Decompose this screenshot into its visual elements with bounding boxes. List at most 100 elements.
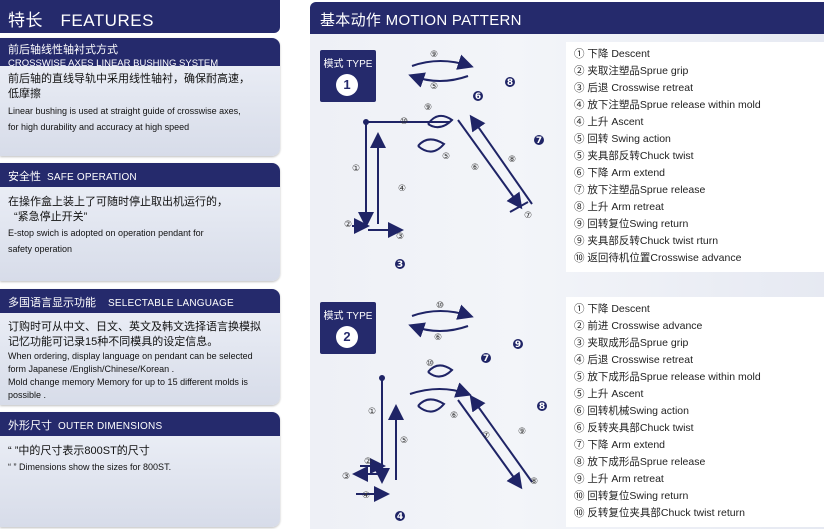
diagram-label: 7 — [536, 136, 542, 146]
step-item: ⑨ 上升 Arm retreat — [574, 473, 664, 485]
feature-text-en: form Japanese /English/Chinese/Korean . — [8, 364, 175, 374]
type-number: 2 — [336, 326, 358, 348]
motion-diagram-type-2: ⑩ ⑥ 7 9 ⑩ ⑥ 8 ① ⑤ ⑦ ⑨ ③ ② ④ ⑧ 4 — [342, 301, 547, 522]
diagram-label: ⑧ — [508, 155, 516, 165]
step-item: ③ 后退 Crosswise retreat — [574, 82, 694, 94]
feature-card-header: 安全性 SAFE OPERATION — [0, 163, 280, 187]
feature-title-zh: 前后轴线性轴衬式方式 — [8, 44, 118, 56]
step-item: ⑤ 放下成形品Sprue release within mold — [574, 371, 761, 383]
step-item: ⑥ 回转机械Swing action — [574, 405, 689, 417]
feature-text-zh: 记忆功能可记录15种不同模具的设定信息。 — [8, 336, 219, 348]
diagram-label: ⑥ — [450, 411, 458, 421]
feature-title-zh: 多国语言显示功能 — [8, 297, 96, 309]
diagram-label: ③ — [396, 232, 404, 242]
motion-header: 基本动作 MOTION PATTERN — [310, 2, 824, 34]
step-item: ⑩ 返回待机位置Crosswise advance — [574, 252, 742, 264]
type-label: 模式 TYPE — [323, 311, 373, 322]
step-item: ⑨ 夹具部反转Chuck twist rturn — [574, 235, 719, 247]
feature-body: “ ”中的尺寸表示800ST的尺寸 “ ” Dimensions show th… — [8, 444, 274, 474]
step-item: ⑤ 回转 Swing action — [574, 133, 671, 145]
feature-title-en: CROSSWISE AXES LINEAR BUSHING SYSTEM — [8, 58, 219, 69]
feature-title-en: SAFE OPERATION — [47, 172, 137, 183]
feature-card-bushing: 前后轴线性轴衬式方式 CROSSWISE AXES LINEAR BUSHING… — [0, 38, 280, 156]
diagram-label: ⑥ — [434, 333, 442, 343]
type-1-steps: ① 下降 Descent ② 夹取注塑品Sprue grip ③ 后退 Cros… — [566, 42, 824, 272]
feature-text-en: E-stop swich is adopted on operation pen… — [8, 228, 204, 238]
type-2-steps: ① 下降 Descent ② 前进 Crosswise advance ③ 夹取… — [566, 297, 824, 527]
diagram-label: ⑩ — [436, 301, 444, 311]
diagram-label: ① — [352, 164, 360, 174]
feature-text-zh: 订购时可从中文、日文、英文及韩文选择语言换模拟 — [8, 321, 261, 333]
diagram-label: ⑩ — [400, 117, 408, 127]
feature-title-en: OUTER DIMENSIONS — [58, 421, 163, 432]
step-item: ⑧ 放下成形品Sprue release — [574, 456, 706, 468]
diagram-label: ⑨ — [424, 103, 432, 113]
feature-text-en: Linear bushing is used at straight guide… — [8, 106, 241, 116]
diagram-label: ① — [368, 407, 376, 417]
diagram-label: ⑤ — [442, 152, 450, 162]
diagram-label: 8 — [507, 78, 513, 88]
feature-card-safety: 安全性 SAFE OPERATION 在操作盒上装上了可随时停止取出机运行的， “… — [0, 163, 280, 281]
feature-text-zh: 前后轴的直线导轨中采用线性轴衬，确保耐高速， — [8, 73, 250, 85]
step-item: ⑦ 放下注塑品Sprue release — [574, 184, 706, 196]
feature-card-header: 多国语言显示功能 SELECTABLE LANGUAGE — [0, 289, 280, 313]
diagram-label: ⑤ — [400, 436, 408, 446]
step-item: ⑥ 反转夹具部Chuck twist — [574, 422, 694, 434]
feature-text-zh: 在操作盒上装上了可随时停止取出机运行的， — [8, 196, 228, 208]
type-1-badge: 模式 TYPE 1 — [320, 50, 376, 102]
diagram-label: 9 — [515, 340, 521, 350]
features-header: 特长 FEATURES — [0, 0, 280, 33]
step-item: ⑨ 回转复位Swing return — [574, 218, 689, 230]
diagram-label: ⑩ — [426, 359, 434, 369]
diagram-label: ⑤ — [430, 82, 438, 92]
diagram-label: ② — [344, 220, 352, 230]
feature-title-en: SELECTABLE LANGUAGE — [108, 298, 234, 309]
feature-body: 在操作盒上装上了可随时停止取出机运行的， “紧急停止开关” E-stop swi… — [8, 195, 274, 256]
diagram-label: 7 — [483, 354, 489, 364]
features-title: 特长 FEATURES — [8, 11, 154, 30]
motion-diagram-type-1: ⑨ 8 ⑩ ⑨ 6 ⑤ ⑤ 7 ① ⑥ ⑧ ④ ② ⑦ ③ 3 — [344, 50, 544, 270]
feature-text-en: possible . — [8, 390, 47, 400]
feature-body: 订购时可从中文、日文、英文及韩文选择语言换模拟 记忆功能可记录15种不同模具的设… — [8, 320, 274, 402]
type-number: 1 — [336, 74, 358, 96]
step-item: ⑤ 上升 Ascent — [574, 388, 644, 400]
origin-dot — [379, 375, 385, 381]
feature-title-zh: 外形尺寸 — [8, 420, 52, 432]
diagram-label: ⑧ — [530, 477, 538, 487]
diagram-label: 4 — [397, 512, 403, 522]
feature-text-en: Mold change memory Memory for up to 15 d… — [8, 377, 248, 387]
motion-title: 基本动作 MOTION PATTERN — [320, 12, 522, 29]
step-item: ⑩ 反转复位夹具部Chuck twist return — [574, 507, 745, 519]
step-item: ⑥ 下降 Arm extend — [574, 167, 666, 179]
feature-text-zh: 低摩擦 — [8, 88, 41, 100]
feature-text-zh: “紧急停止开关” — [14, 211, 88, 223]
step-item: ③ 夹取成形品Sprue grip — [574, 337, 689, 349]
diagram-label: ⑨ — [430, 50, 438, 60]
diagram-label: ⑦ — [482, 431, 490, 441]
diagram-label: ④ — [362, 491, 370, 501]
origin-dot — [363, 119, 369, 125]
step-item: ① 下降 Descent — [574, 48, 650, 60]
feature-card-header: 前后轴线性轴衬式方式 CROSSWISE AXES LINEAR BUSHING… — [0, 38, 280, 69]
feature-card-header: 外形尺寸 OUTER DIMENSIONS — [0, 412, 280, 436]
diagram-label: 3 — [397, 260, 403, 270]
step-item: ④ 放下注塑品Sprue release within mold — [574, 99, 761, 111]
diagram-label: ⑥ — [471, 163, 479, 173]
step-item: ④ 上升 Ascent — [574, 116, 644, 128]
type-2-badge: 模式 TYPE 2 — [320, 302, 376, 354]
feature-body: 前后轴的直线导轨中采用线性轴衬，确保耐高速， 低摩擦 Linear bushin… — [8, 72, 274, 134]
feature-text-en: for high durability and accuracy at high… — [8, 122, 190, 132]
feature-title-zh: 安全性 — [8, 171, 41, 183]
diagram-label: 6 — [475, 92, 481, 102]
feature-text-zh: “ ”中的尺寸表示800ST的尺寸 — [8, 445, 150, 457]
step-item: ② 前进 Crosswise advance — [574, 320, 703, 332]
diagram-label: ③ — [342, 472, 350, 482]
diagram-label: ② — [364, 457, 372, 467]
step-item: ⑩ 回转复位Swing return — [574, 490, 689, 502]
feature-card-dimensions: 外形尺寸 OUTER DIMENSIONS “ ”中的尺寸表示800ST的尺寸 “… — [0, 412, 280, 527]
step-item: ⑧ 上升 Arm retreat — [574, 201, 664, 213]
step-item: ⑦ 下降 Arm extend — [574, 439, 666, 451]
feature-text-en: When ordering, display language on penda… — [8, 351, 253, 361]
diagram-label: 8 — [539, 402, 545, 412]
step-item: ② 夹取注塑品Sprue grip — [574, 65, 689, 77]
